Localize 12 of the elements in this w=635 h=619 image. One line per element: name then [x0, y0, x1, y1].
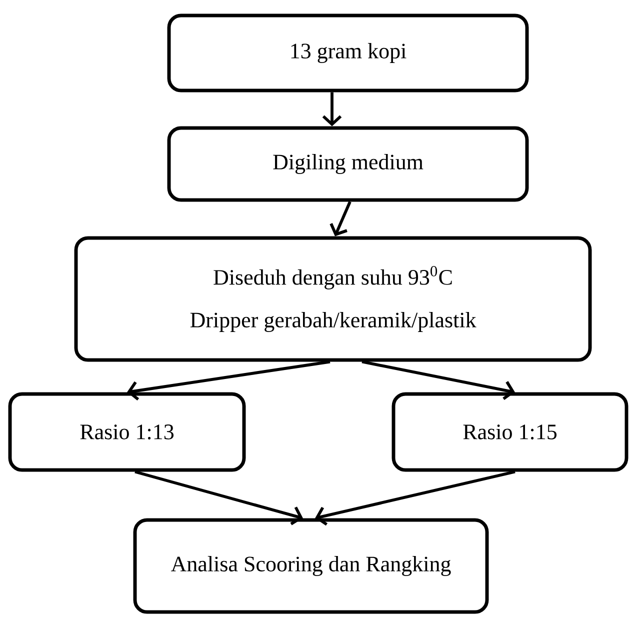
ratio-box: Rasio 1:15	[392, 392, 628, 472]
arrow	[322, 92, 342, 126]
arrow	[362, 360, 515, 400]
result-box: Analisa Scooring dan Rangking	[133, 518, 489, 614]
process-box: 13 gram kopi	[167, 14, 529, 92]
process-box: Digiling medium	[167, 126, 529, 202]
arrow	[315, 470, 516, 526]
ratio-box: Rasio 1:13	[8, 392, 246, 472]
arrow	[330, 201, 352, 236]
arrow	[134, 470, 303, 526]
arrow	[127, 360, 330, 400]
process-box: Diseduh dengan suhu 93$^{0}$C Dripper gerabah/keramik/plastik	[74, 236, 592, 362]
